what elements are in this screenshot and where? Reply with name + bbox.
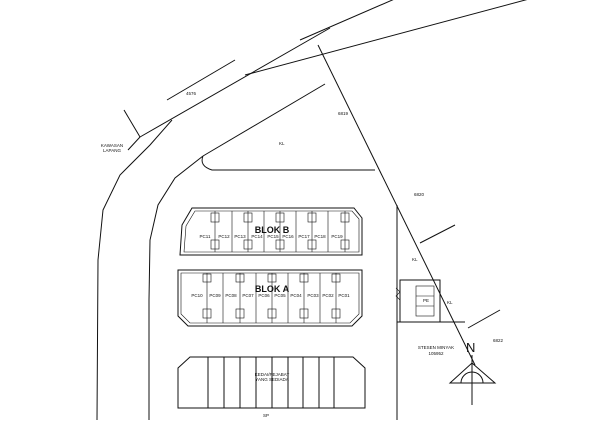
road-lines — [96, 0, 528, 421]
lot-label: PC06 — [258, 293, 270, 298]
lot-label: PC07 — [242, 293, 254, 298]
stesen-lot-label: 105952 — [428, 351, 444, 356]
lot-label: PC02 — [322, 293, 334, 298]
lot-6819-label: 6819 — [338, 111, 349, 116]
lot-label: PC16 — [282, 234, 294, 239]
lot-6822-label: 6822 — [493, 338, 504, 343]
lot-label: PC08 — [225, 293, 237, 298]
lot-label: PC01 — [338, 293, 350, 298]
lot-label: PC18 — [314, 234, 326, 239]
lapang-label: LAPANG — [103, 148, 121, 153]
lot-label: PC12 — [218, 234, 230, 239]
lot-label: PC03 — [307, 293, 319, 298]
station-box-label: PE — [423, 298, 429, 303]
kl-right-label: KL — [412, 257, 418, 262]
lot-label: PC09 — [209, 293, 221, 298]
existing-mark: SP — [263, 413, 269, 418]
kl-top-label: KL — [279, 141, 285, 146]
existing-building — [177, 356, 366, 409]
lot-label: PC05 — [274, 293, 286, 298]
north-label: N — [466, 340, 475, 355]
blok-a-title: BLOK A — [255, 284, 290, 294]
lot-label: PC13 — [234, 234, 246, 239]
blok-b — [179, 207, 363, 256]
blok-b-title: BLOK B — [255, 225, 290, 235]
station-building — [395, 279, 441, 323]
lot-label: PC19 — [331, 234, 343, 239]
stesen-label: STESEN MINYAK — [418, 345, 454, 350]
kawasan-label: KAWASAN — [101, 143, 123, 148]
lot-label: PC10 — [191, 293, 203, 298]
blok-a — [177, 269, 363, 327]
lot-label: PC15 — [267, 234, 279, 239]
lot-4576-label: 4576 — [186, 91, 197, 96]
lot-label: PC17 — [298, 234, 310, 239]
kl-box-label: KL — [447, 300, 453, 305]
lot-label: PC04 — [290, 293, 302, 298]
existing-label-2: YANG SEDIADA — [255, 377, 288, 382]
existing-label-1: KEDAI/PEJABAT — [255, 372, 290, 377]
north-arrow-icon — [448, 355, 497, 405]
lot-6820-label: 6820 — [414, 192, 425, 197]
lot-label: PC14 — [251, 234, 263, 239]
lot-label: PC11 — [200, 234, 211, 239]
